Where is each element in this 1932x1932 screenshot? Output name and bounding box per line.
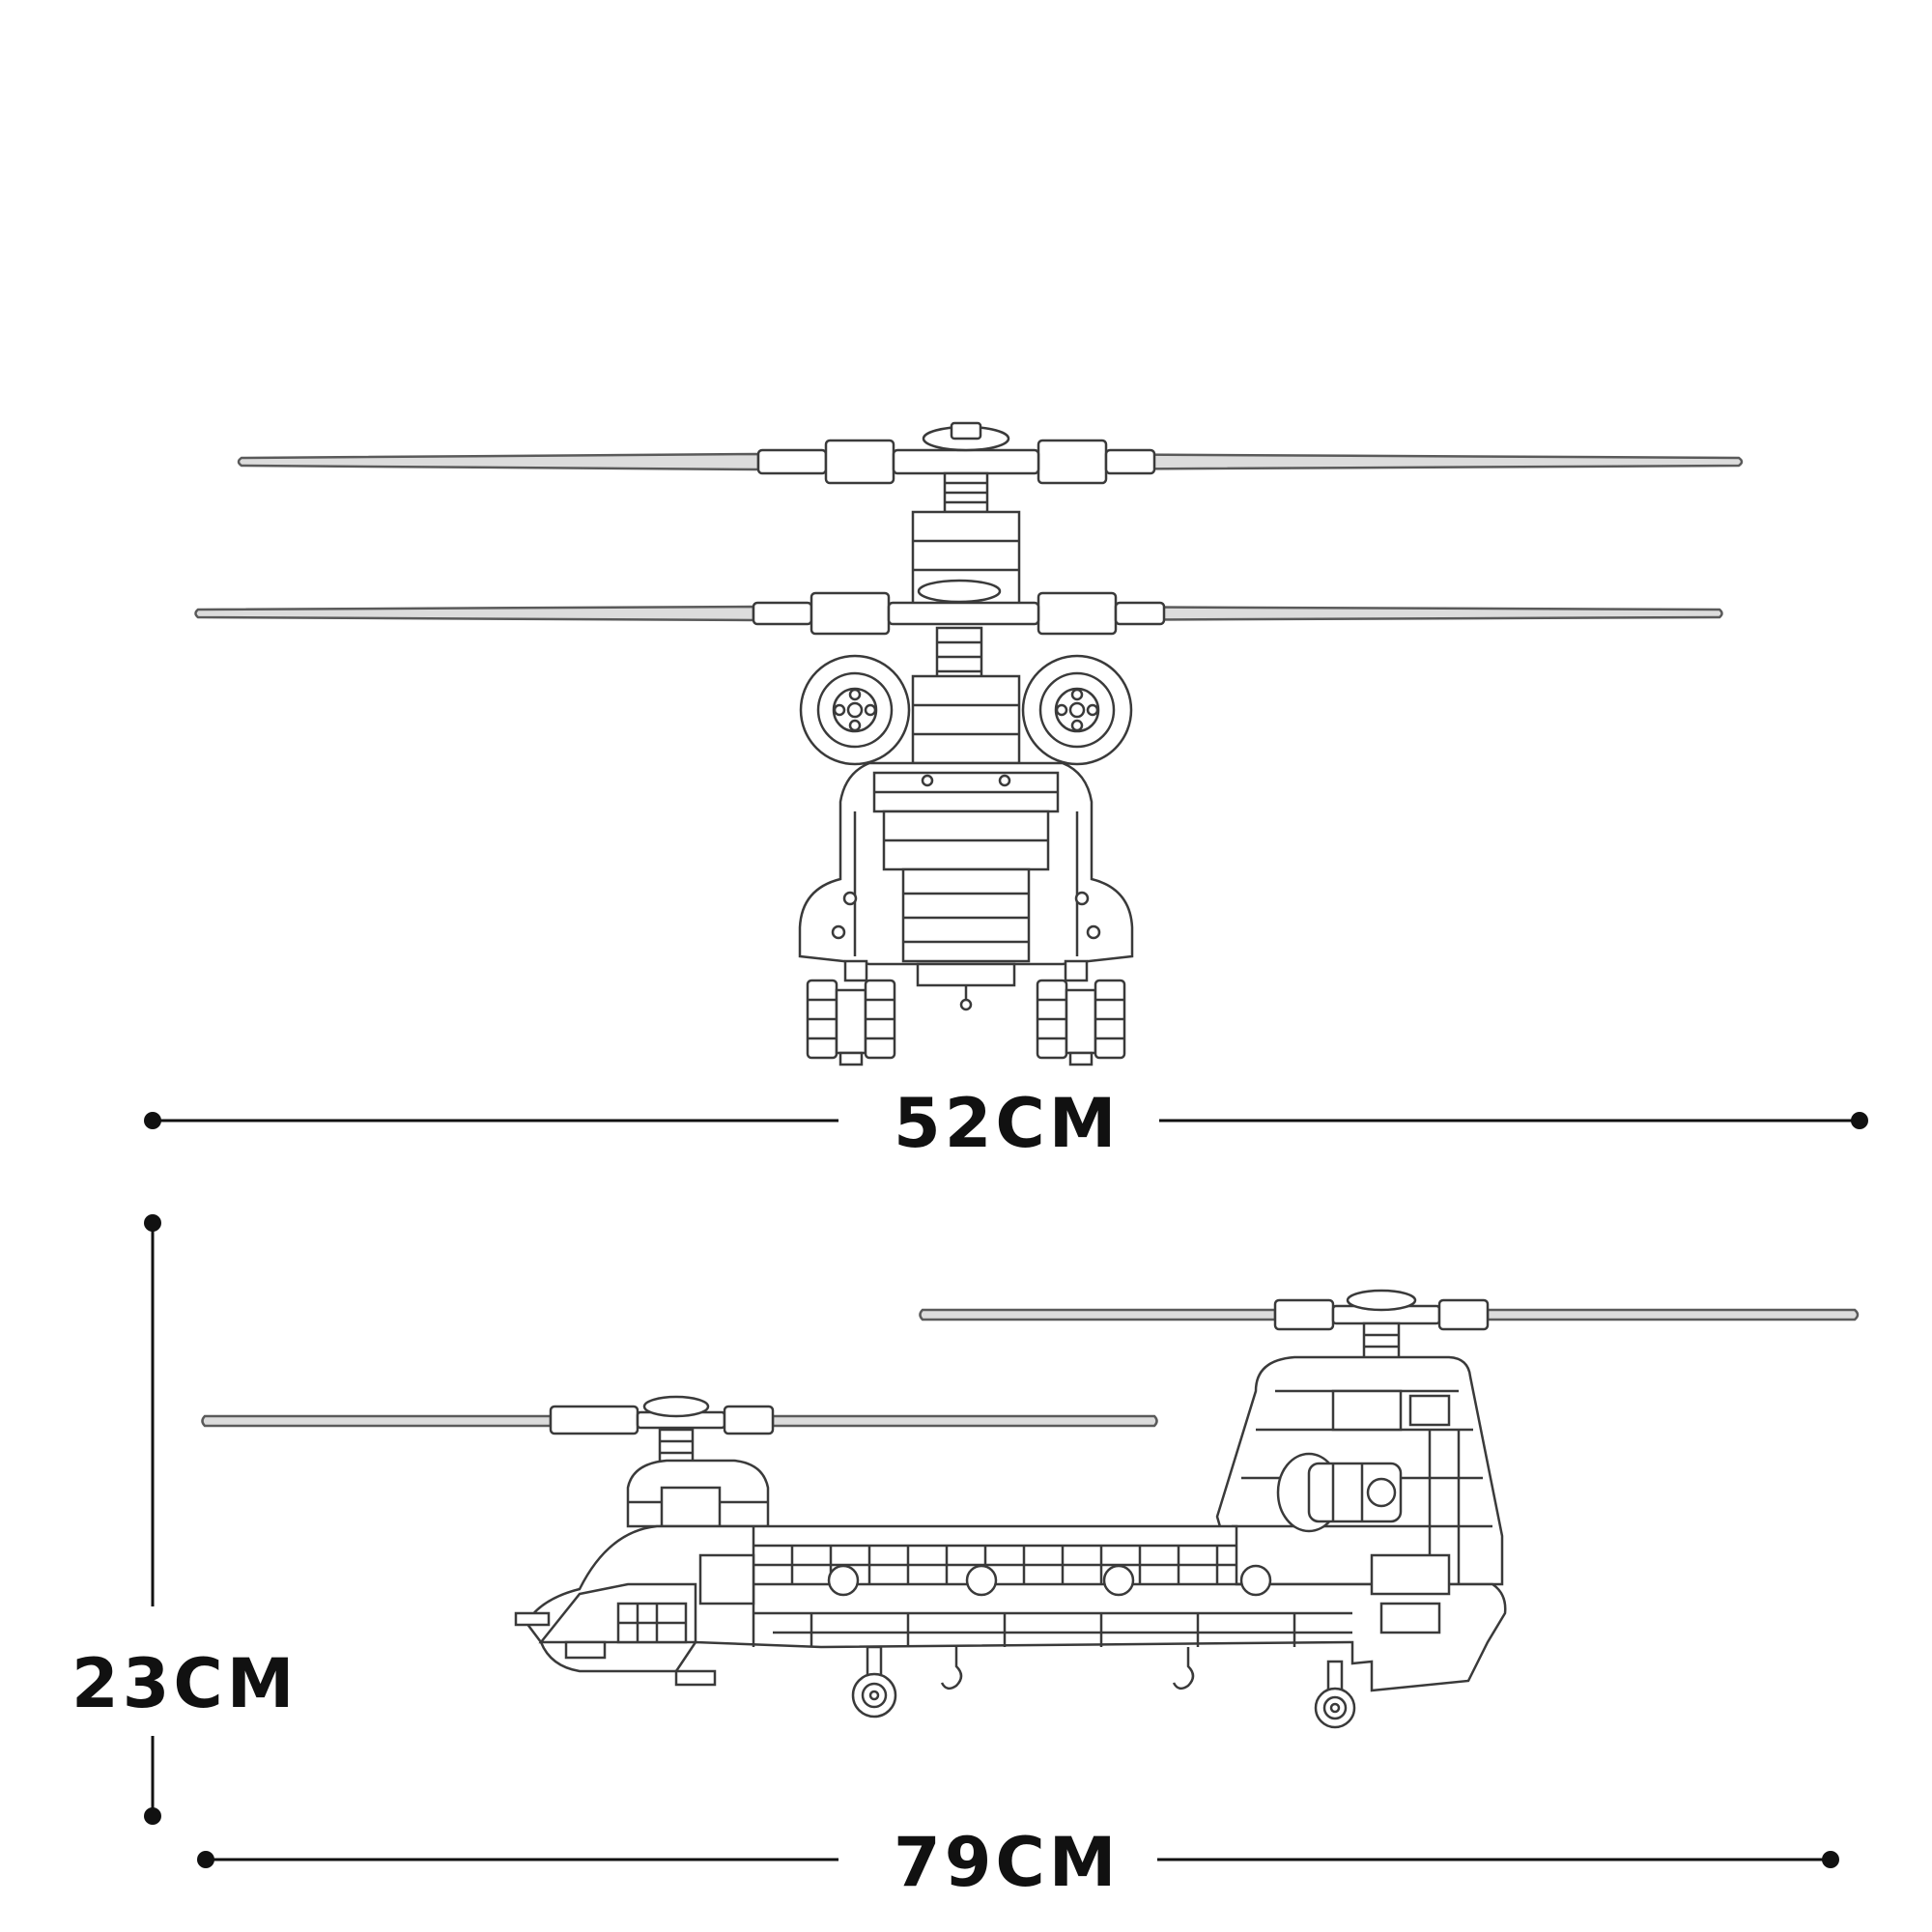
side-rear-blade-right	[1486, 1308, 1860, 1321]
front-lower-hub-cap	[917, 579, 1002, 604]
side-front-blade-right	[771, 1414, 1158, 1428]
front-gear-left	[806, 959, 896, 1066]
front-upper-blade-left	[237, 452, 760, 471]
front-view	[194, 421, 1744, 1066]
front-lower-blade-right	[1037, 605, 1723, 622]
width-dimension-label: 52CM	[894, 1084, 1121, 1163]
dimension-lines	[144, 1112, 1868, 1868]
front-upper-blade-right	[1037, 452, 1744, 471]
side-rear-blade-left	[919, 1308, 1277, 1321]
side-gear-rear	[1314, 1660, 1356, 1729]
side-window-4	[1239, 1564, 1272, 1597]
side-rear-rotor	[919, 1289, 1860, 1360]
side-window-1	[827, 1564, 860, 1597]
width-dimension-line	[144, 1112, 1868, 1129]
height-dimension-label: 23CM	[71, 1644, 298, 1723]
front-engine-right	[1021, 654, 1133, 766]
front-lower-blade-left	[194, 605, 755, 622]
side-view	[201, 1289, 1860, 1729]
side-hook-2	[1172, 1647, 1195, 1690]
side-window-3	[1102, 1564, 1135, 1597]
side-fuselage	[525, 1524, 1507, 1692]
side-front-blade-left	[201, 1414, 553, 1428]
side-probe	[514, 1611, 551, 1627]
front-upper-rotor	[237, 421, 1744, 514]
length-dimension-label: 79CM	[894, 1823, 1121, 1902]
front-gear-right	[1036, 959, 1126, 1066]
length-dimension-line	[197, 1851, 1839, 1868]
side-front-rotor	[201, 1395, 1158, 1470]
side-gear-front	[851, 1645, 897, 1719]
side-rear-engine	[1276, 1452, 1403, 1533]
height-dimension-line	[144, 1214, 161, 1825]
side-window-2	[965, 1564, 998, 1597]
side-hook-1	[940, 1647, 963, 1690]
front-lower-rotor	[194, 579, 1723, 688]
front-engine-left	[799, 654, 911, 766]
